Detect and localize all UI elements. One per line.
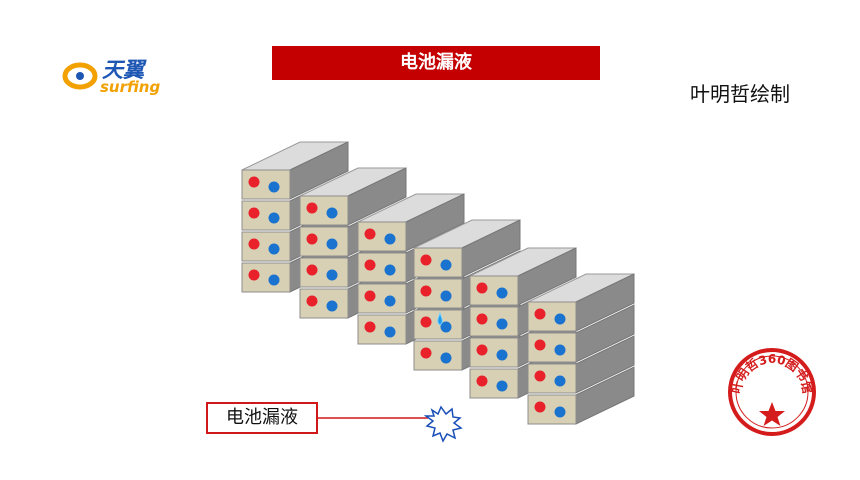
logo-swirl-icon bbox=[62, 62, 98, 90]
positive-terminal-icon bbox=[306, 264, 318, 276]
negative-terminal-icon bbox=[326, 207, 338, 219]
negative-terminal-icon bbox=[326, 238, 338, 250]
positive-terminal-icon bbox=[248, 176, 260, 188]
positive-terminal-icon bbox=[534, 339, 546, 351]
negative-terminal-icon bbox=[384, 233, 396, 245]
star-icon bbox=[759, 402, 785, 426]
positive-terminal-icon bbox=[476, 282, 488, 294]
positive-terminal-icon bbox=[534, 370, 546, 382]
positive-terminal-icon bbox=[534, 308, 546, 320]
seal-stamp: 叶明哲360图书馆 bbox=[726, 346, 818, 438]
surfing-logo: 天翼 surfing bbox=[62, 54, 172, 98]
positive-terminal-icon bbox=[248, 269, 260, 281]
leak-callout-label: 电池漏液 bbox=[206, 402, 318, 434]
positive-terminal-icon bbox=[476, 313, 488, 325]
negative-terminal-icon bbox=[268, 274, 280, 286]
negative-terminal-icon bbox=[268, 181, 280, 193]
positive-terminal-icon bbox=[248, 207, 260, 219]
positive-terminal-icon bbox=[306, 202, 318, 214]
positive-terminal-icon bbox=[420, 316, 432, 328]
negative-terminal-icon bbox=[440, 259, 452, 271]
negative-terminal-icon bbox=[496, 380, 508, 392]
negative-terminal-icon bbox=[440, 290, 452, 302]
battery-cell bbox=[527, 332, 577, 363]
negative-terminal-icon bbox=[384, 295, 396, 307]
positive-terminal-icon bbox=[364, 290, 376, 302]
positive-terminal-icon bbox=[364, 259, 376, 271]
battery-cell bbox=[299, 195, 349, 226]
negative-terminal-icon bbox=[440, 352, 452, 364]
negative-terminal-icon bbox=[554, 375, 566, 387]
negative-terminal-icon bbox=[440, 321, 452, 333]
positive-terminal-icon bbox=[420, 254, 432, 266]
positive-terminal-icon bbox=[476, 344, 488, 356]
positive-terminal-icon bbox=[364, 321, 376, 333]
logo-brand-en: surfing bbox=[100, 78, 161, 96]
leak-drop-icon bbox=[437, 311, 443, 326]
negative-terminal-icon bbox=[496, 287, 508, 299]
logo-brand-cn: 天翼 bbox=[102, 58, 144, 82]
battery-cell bbox=[413, 340, 463, 371]
negative-terminal-icon bbox=[326, 300, 338, 312]
leak-burst-icon bbox=[423, 405, 463, 443]
negative-terminal-icon bbox=[268, 212, 280, 224]
page-title: 电池漏液 bbox=[272, 46, 600, 80]
positive-terminal-icon bbox=[420, 285, 432, 297]
negative-terminal-icon bbox=[384, 264, 396, 276]
seal-stamp-graphic: 叶明哲360图书馆 bbox=[728, 348, 816, 436]
author-credit: 叶明哲绘制 bbox=[690, 82, 790, 106]
positive-terminal-icon bbox=[420, 347, 432, 359]
negative-terminal-icon bbox=[496, 318, 508, 330]
negative-terminal-icon bbox=[554, 344, 566, 356]
negative-terminal-icon bbox=[554, 313, 566, 325]
negative-terminal-icon bbox=[268, 243, 280, 255]
negative-terminal-icon bbox=[496, 349, 508, 361]
positive-terminal-icon bbox=[306, 233, 318, 245]
negative-terminal-icon bbox=[326, 269, 338, 281]
positive-terminal-icon bbox=[364, 228, 376, 240]
positive-terminal-icon bbox=[534, 401, 546, 413]
battery-cell bbox=[241, 169, 291, 200]
negative-terminal-icon bbox=[554, 406, 566, 418]
svg-text:叶明哲360图书馆: 叶明哲360图书馆 bbox=[729, 352, 816, 395]
positive-terminal-icon bbox=[306, 295, 318, 307]
negative-terminal-icon bbox=[384, 326, 396, 338]
positive-terminal-icon bbox=[476, 375, 488, 387]
positive-terminal-icon bbox=[248, 238, 260, 250]
